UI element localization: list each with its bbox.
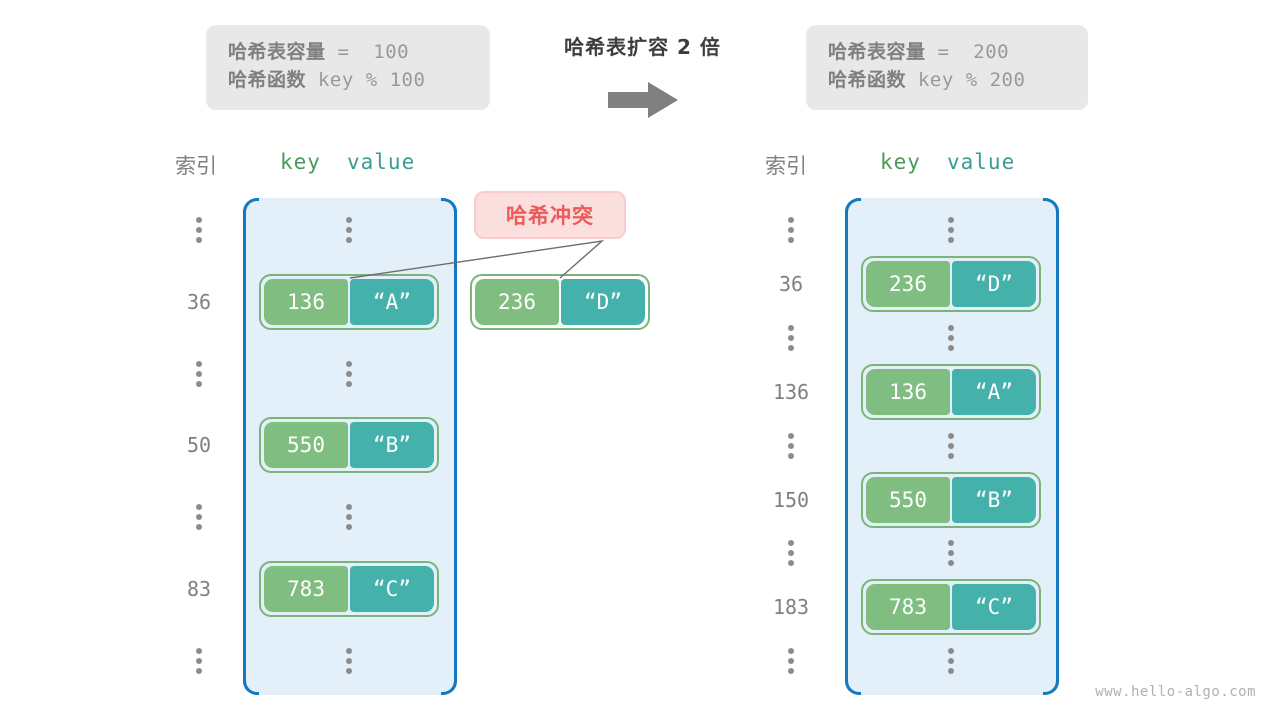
left-bucket-ellipsis <box>346 647 352 674</box>
right-bucket-entry[interactable]: 136“A” <box>861 363 1041 420</box>
right-bucket-ellipsis <box>948 217 954 243</box>
right-index-label: 150 <box>772 487 810 512</box>
right-value-header: value <box>947 150 1016 174</box>
right-index-ellipsis <box>788 648 794 675</box>
left-bucket-ellipsis <box>346 217 352 243</box>
left-bucket-ellipsis <box>346 360 352 387</box>
right-bucket-ellipsis <box>948 648 954 675</box>
left-value-header: value <box>347 150 416 174</box>
overflow-bucket-entry[interactable]: 236“D” <box>470 274 650 330</box>
value-cell: “B” <box>350 422 434 469</box>
value-cell: “A” <box>350 278 434 325</box>
right-index-label: 136 <box>772 379 810 404</box>
left-index-ellipsis <box>196 217 202 243</box>
value-cell: “D” <box>561 279 645 325</box>
right-index-ellipsis <box>788 324 794 351</box>
right-function-label: 哈希函数 <box>828 68 907 91</box>
right-index-ellipsis <box>788 540 794 567</box>
left-index-label: 83 <box>186 577 212 601</box>
value-cell: “D” <box>952 260 1036 307</box>
right-bucket-entry[interactable]: 783“C” <box>861 579 1041 636</box>
left-index-ellipsis <box>196 647 202 674</box>
right-key-header: key <box>880 150 921 174</box>
value-cell: “C” <box>952 584 1036 631</box>
left-capacity-value: = 100 <box>325 41 410 63</box>
left-capacity-label: 哈希表容量 <box>228 41 326 63</box>
left-function-value: key % 100 <box>306 68 426 91</box>
right-bucket-ellipsis <box>948 432 954 459</box>
right-index-ellipsis <box>788 432 794 459</box>
left-index-ellipsis <box>196 504 202 531</box>
key-cell: 136 <box>264 278 348 325</box>
right-capacity-value: = 200 <box>925 41 1010 63</box>
left-function-line: 哈希函数 key % 100 <box>228 67 468 95</box>
left-bucket-ellipsis <box>346 504 352 531</box>
hash-collision-badge: 哈希冲突 <box>474 191 626 239</box>
key-cell: 136 <box>866 368 950 415</box>
key-cell: 783 <box>866 584 950 631</box>
right-index-label: 183 <box>772 595 810 620</box>
left-index-label: 50 <box>186 433 212 458</box>
right-capacity-label: 哈希表容量 <box>828 41 926 63</box>
watermark: www.hello-algo.com <box>1095 684 1256 700</box>
key-cell: 783 <box>264 566 348 612</box>
left-hash-table-info-box: 哈希表容量 = 100 哈希函数 key % 100 <box>206 25 490 111</box>
left-key-header: key <box>280 150 321 174</box>
right-function-value: key % 200 <box>906 68 1026 91</box>
left-bucket-entry[interactable]: 783“C” <box>259 561 439 617</box>
left-bucket-entry[interactable]: 136“A” <box>259 273 439 330</box>
right-bucket-ellipsis <box>948 324 954 351</box>
key-cell: 236 <box>866 260 950 307</box>
right-arrow-icon <box>608 82 678 118</box>
left-index-ellipsis <box>196 360 202 387</box>
key-cell: 236 <box>475 279 559 325</box>
value-cell: “B” <box>952 476 1036 523</box>
right-function-line: 哈希函数 key % 200 <box>828 67 1066 95</box>
value-cell: “C” <box>350 566 434 612</box>
left-function-label: 哈希函数 <box>228 68 307 91</box>
key-cell: 550 <box>264 422 348 469</box>
left-bucket-entry[interactable]: 550“B” <box>259 417 439 474</box>
right-bucket-entry[interactable]: 550“B” <box>861 471 1041 528</box>
right-index-label: 36 <box>778 271 804 296</box>
right-bucket-entry[interactable]: 236“D” <box>861 255 1041 312</box>
right-index-ellipsis <box>788 217 794 243</box>
left-index-label: 36 <box>186 289 212 314</box>
right-capacity-line: 哈希表容量 = 200 <box>828 39 1066 67</box>
value-cell: “A” <box>952 368 1036 415</box>
left-index-header: 索引 <box>175 154 217 178</box>
right-bucket-ellipsis <box>948 540 954 567</box>
right-index-header: 索引 <box>765 154 807 178</box>
right-hash-table-info-box: 哈希表容量 = 200 哈希函数 key % 200 <box>806 25 1088 111</box>
left-capacity-line: 哈希表容量 = 100 <box>228 39 468 67</box>
diagram-title: 哈希表扩容 2 倍 <box>564 35 721 59</box>
key-cell: 550 <box>866 476 950 523</box>
